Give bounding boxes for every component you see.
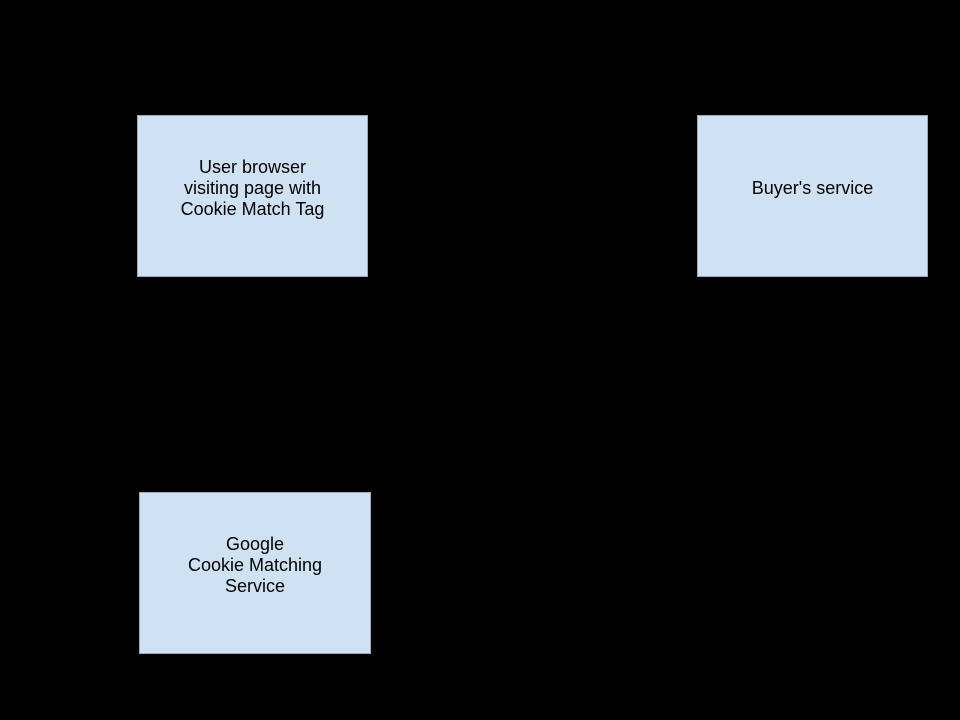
node-buyers-service-label: Buyer's service: [751, 177, 874, 198]
node-user-browser: User browser visiting page with Cookie M…: [137, 115, 368, 277]
node-google-cookie-matching-service-label: Google Cookie Matching Service: [187, 533, 323, 596]
node-buyers-service: Buyer's service: [697, 115, 928, 277]
node-user-browser-label: User browser visiting page with Cookie M…: [180, 156, 325, 219]
node-google-cookie-matching-service: Google Cookie Matching Service: [139, 492, 371, 654]
